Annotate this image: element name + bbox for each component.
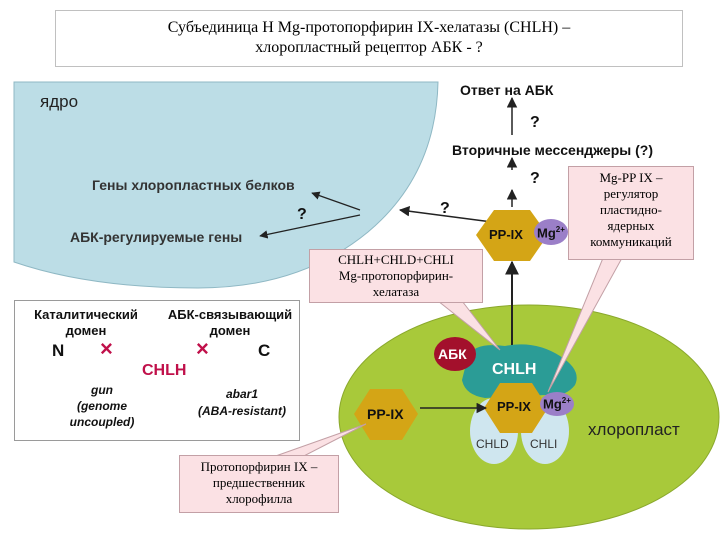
mg-top-label: Mg2+ <box>537 225 565 240</box>
abar-line-1: abar1 <box>225 387 259 401</box>
chlh-shape <box>462 344 577 398</box>
gun-label: gun (genome uncoupled) <box>62 382 142 430</box>
callout-protoporphyrin: Протопорфирин IX – предшественник хлороф… <box>179 455 339 513</box>
mg-top-symbol: Mg <box>537 225 556 241</box>
c-terminus-label: C <box>258 341 271 360</box>
cross-mark-aba-binding: × <box>196 336 209 361</box>
ppix-top-label: PP-IX <box>489 227 523 242</box>
arrow-to-chloroplast-genes <box>311 191 361 211</box>
callout-protoporphyrin-line-3: хлорофилла <box>225 491 293 506</box>
ppix-inner-label: PP-IX <box>497 399 531 414</box>
mg-inner-label: Mg2+ <box>543 396 571 411</box>
chlh-chloroplast-label: CHLH <box>492 361 537 378</box>
ppix-hexagon-top <box>476 210 548 261</box>
mg-inner-charge: 2+ <box>561 396 571 405</box>
slide-title: Субъединица Н Mg-протопорфирин IX-хелата… <box>55 10 683 67</box>
domain-structure-box <box>14 300 300 441</box>
aba-response-label: Ответ на АБК <box>460 82 554 98</box>
chlh-domain-label: CHLH <box>142 362 187 379</box>
cross-mark-catalytic: × <box>100 336 113 361</box>
chld-label: CHLD <box>476 437 509 451</box>
ppix-left-label: PP-IX <box>367 406 404 422</box>
callout-mgppix: Mg-PP IX – регулятор пластидно- ядерных … <box>568 166 694 260</box>
n-terminus-label: N <box>52 341 65 360</box>
aba-label: АБК <box>438 346 467 362</box>
arrow-to-aba-genes <box>259 214 361 239</box>
mg-ellipse-top <box>534 219 568 245</box>
callout-mgppix-line-5: коммуникаций <box>590 234 672 249</box>
arrow-ppix-to-nucleus <box>398 206 493 223</box>
callout-chelatase-line-1: CHLH+CHLD+CHLI <box>338 252 454 267</box>
callout-mgppix-line-3: пластидно- <box>599 202 663 217</box>
abar-line-2: (ABA-resistant) <box>197 404 286 418</box>
gun-line-1: gun <box>91 383 113 397</box>
title-line-1: Субъединица Н Mg-протопорфирин IX-хелата… <box>167 19 571 36</box>
title-line-2: хлоропластный рецептор АБК - ? <box>255 39 483 56</box>
mg-ellipse-inner <box>540 392 574 416</box>
callout-mgppix-line-1: Mg-PP IX – <box>599 170 663 185</box>
chloroplast-label: хлоропласт <box>588 420 680 439</box>
callout-chelatase: CHLH+CHLD+CHLI Mg-протопорфирин- хелатаз… <box>309 249 483 303</box>
question-left: ? <box>440 200 450 217</box>
abar-label: abar1 (ABA-resistant) <box>180 386 304 420</box>
nucleus-shape <box>13 81 439 289</box>
question-nucleus: ? <box>297 206 307 223</box>
aba-binding-domain-label: АБК-связывающий домен <box>167 307 293 338</box>
question-top: ? <box>530 114 540 131</box>
callout-chelatase-line-3: хелатаза <box>372 284 420 299</box>
mg-top-charge: 2+ <box>555 225 565 234</box>
callout-chelatase-line-2: Mg-протопорфирин- <box>338 268 454 283</box>
gun-line-2: (genome <box>76 399 127 413</box>
catalytic-domain-label: Каталитический домен <box>34 307 138 338</box>
chloroplast-genes-label: Гены хлоропластных белков <box>92 177 295 193</box>
callout-protoporphyrin-line-2: предшественник <box>212 475 306 490</box>
mg-inner-symbol: Mg <box>543 396 562 412</box>
callout-mgppix-line-2: регулятор <box>603 186 659 201</box>
chli-label: CHLI <box>530 437 558 451</box>
nucleus-label: ядро <box>40 92 79 111</box>
aba-ellipse <box>434 337 476 371</box>
ppix-hexagon-left <box>354 389 418 440</box>
aba-genes-label: АБК-регулируемые гены <box>70 229 243 245</box>
question-mid: ? <box>530 170 540 187</box>
gun-line-3: uncoupled) <box>69 415 135 429</box>
callout-protoporphyrin-line-1: Протопорфирин IX – <box>200 459 318 474</box>
secondary-messengers-label: Вторичные мессенджеры (?) <box>452 142 653 158</box>
ppix-hexagon-inner <box>484 383 548 433</box>
callout-mgppix-line-4: ядерных <box>607 218 655 233</box>
